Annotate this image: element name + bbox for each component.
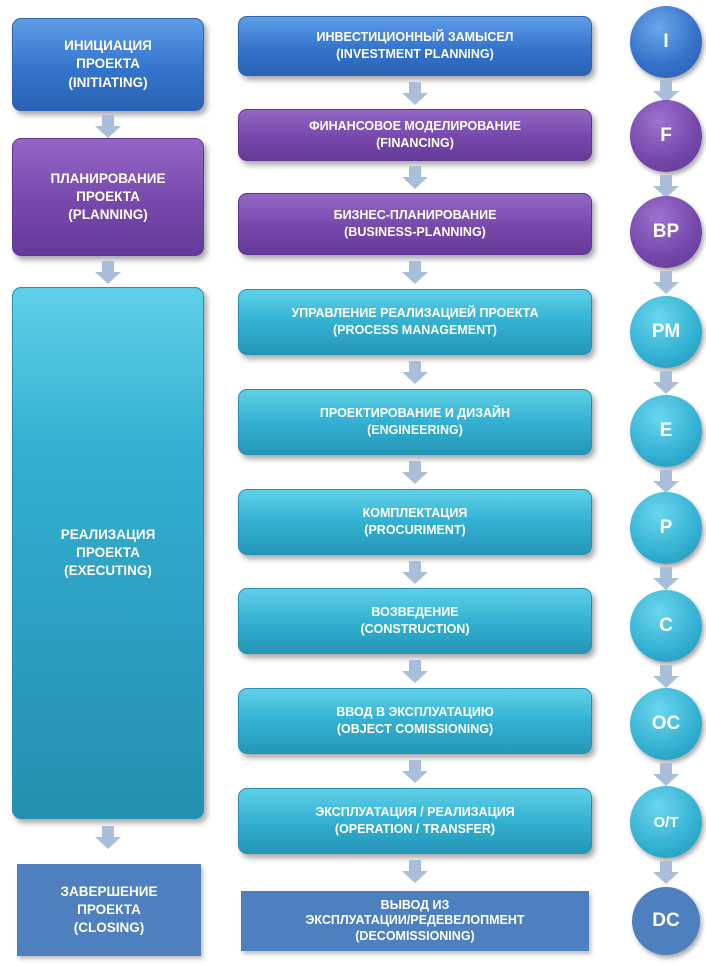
code-circle-c: C bbox=[630, 590, 702, 662]
code-circle-f: F bbox=[630, 100, 702, 172]
phase-initiating-line1: ИНИЦИАЦИЯ bbox=[64, 38, 152, 54]
stage-object-commissioning-en: (OBJECT COMISSIONING) bbox=[336, 722, 494, 736]
stage-object-commissioning-ru: ВВОД В ЭКСПЛУАТАЦИЮ bbox=[336, 705, 494, 720]
code-circle-oc: OC bbox=[630, 688, 702, 760]
stage-procurement-en: (PROCURIMENT) bbox=[364, 523, 466, 537]
stage-arrow-down-9 bbox=[402, 860, 428, 884]
code-circle-ot: O/T bbox=[630, 786, 702, 858]
stage-engineering: ПРОЕКТИРОВАНИЕ И ДИЗАЙН (ENGINEERING) bbox=[238, 389, 592, 455]
stage-arrow-down-8 bbox=[402, 760, 428, 784]
stage-financing: ФИНАНСОВОЕ МОДЕЛИРОВАНИЕ (FINANCING) bbox=[238, 109, 592, 161]
code-arrow-down-4 bbox=[653, 371, 679, 395]
stage-arrow-down-4 bbox=[402, 361, 428, 385]
stage-procurement: КОМПЛЕКТАЦИЯ (PROCURIMENT) bbox=[238, 489, 592, 555]
stage-decommissioning-line3: (DECOMISSIONING) bbox=[355, 928, 475, 943]
stage-engineering-en: (ENGINEERING) bbox=[367, 423, 463, 437]
stage-construction: ВОЗВЕДЕНИЕ (CONSTRUCTION) bbox=[238, 588, 592, 654]
stage-arrow-down-3 bbox=[402, 261, 428, 285]
code-arrow-down-8 bbox=[653, 763, 679, 787]
phase-executing: РЕАЛИЗАЦИЯ ПРОЕКТА (EXECUTING) bbox=[12, 287, 204, 819]
phase-executing-line2: ПРОЕКТА bbox=[76, 544, 140, 560]
code-circle-e: E bbox=[630, 395, 702, 467]
phase-closing-line1: ЗАВЕРШЕНИЕ bbox=[60, 883, 158, 899]
phase-closing-line3: (CLOSING) bbox=[73, 920, 145, 936]
phase-closing: ЗАВЕРШЕНИЕ ПРОЕКТА (CLOSING) bbox=[17, 864, 201, 956]
stage-decommissioning-line2: ЭКСПЛУАТАЦИИ/РЕДЕВЕЛОПМЕНТ bbox=[305, 913, 525, 928]
stage-process-management: УПРАВЛЕНИЕ РЕАЛИЗАЦИЕЙ ПРОЕКТА (PROCESS … bbox=[238, 289, 592, 355]
code-circle-bp: BP bbox=[630, 196, 702, 268]
phase-initiating: ИНИЦИАЦИЯ ПРОЕКТА (INITIATING) bbox=[12, 18, 204, 111]
stage-process-management-en: (PROCESS MANAGEMENT) bbox=[333, 323, 497, 337]
code-arrow-down-5 bbox=[653, 470, 679, 494]
stage-engineering-ru: ПРОЕКТИРОВАНИЕ И ДИЗАЙН bbox=[319, 406, 511, 421]
phase-executing-line3: (EXECUTING) bbox=[64, 563, 152, 579]
stage-arrow-down-7 bbox=[402, 660, 428, 684]
phase-closing-line2: ПРОЕКТА bbox=[77, 901, 141, 917]
stage-operation-transfer-ru: ЭКСПЛУАТАЦИЯ / РЕАЛИЗАЦИЯ bbox=[315, 805, 515, 820]
stage-arrow-down-1 bbox=[402, 82, 428, 106]
phase-initiating-line2: ПРОЕКТА bbox=[76, 56, 140, 72]
stage-investment-planning-ru: ИНВЕСТИЦИОННЫЙ ЗАМЫСЕЛ bbox=[316, 30, 514, 45]
stage-investment-planning: ИНВЕСТИЦИОННЫЙ ЗАМЫСЕЛ (INVESTMENT PLANN… bbox=[238, 16, 592, 76]
stage-business-planning-ru: БИЗНЕС-ПЛАНИРОВАНИЕ bbox=[333, 208, 497, 223]
code-circle-i: I bbox=[630, 6, 702, 78]
code-circle-pm: PM bbox=[630, 296, 702, 368]
phase-arrow-down-2 bbox=[95, 261, 121, 285]
stage-financing-en: (FINANCING) bbox=[376, 136, 454, 150]
code-arrow-down-6 bbox=[653, 567, 679, 591]
code-arrow-down-2 bbox=[653, 175, 679, 199]
stage-construction-en: (CONSTRUCTION) bbox=[360, 622, 470, 636]
stage-procurement-ru: КОМПЛЕКТАЦИЯ bbox=[362, 506, 468, 521]
phase-arrow-down-3 bbox=[95, 826, 121, 850]
phase-initiating-line3: (INITIATING) bbox=[68, 74, 148, 90]
stage-business-planning: БИЗНЕС-ПЛАНИРОВАНИЕ (BUSINESS-PLANNING) bbox=[238, 193, 592, 255]
stage-business-planning-en: (BUSINESS-PLANNING) bbox=[344, 225, 486, 239]
code-arrow-down-9 bbox=[653, 861, 679, 885]
stage-arrow-down-5 bbox=[402, 461, 428, 485]
code-circle-dc: DC bbox=[632, 887, 700, 955]
stage-decommissioning: ВЫВОД ИЗ ЭКСПЛУАТАЦИИ/РЕДЕВЕЛОПМЕНТ (DEC… bbox=[241, 891, 589, 951]
stage-arrow-down-6 bbox=[402, 561, 428, 585]
stage-decommissioning-line1: ВЫВОД ИЗ bbox=[380, 897, 450, 912]
phase-planning: ПЛАНИРОВАНИЕ ПРОЕКТА (PLANNING) bbox=[12, 138, 204, 256]
stage-investment-planning-en: (INVESTMENT PLANNING) bbox=[336, 47, 494, 61]
stage-operation-transfer: ЭКСПЛУАТАЦИЯ / РЕАЛИЗАЦИЯ (OPERATION / T… bbox=[238, 788, 592, 854]
stage-construction-ru: ВОЗВЕДЕНИЕ bbox=[371, 605, 459, 620]
phase-planning-line1: ПЛАНИРОВАНИЕ bbox=[50, 170, 166, 186]
code-arrow-down-3 bbox=[653, 271, 679, 295]
phase-planning-line2: ПРОЕКТА bbox=[76, 188, 140, 204]
phase-planning-line3: (PLANNING) bbox=[68, 207, 148, 223]
stage-arrow-down-2 bbox=[402, 166, 428, 190]
stage-process-management-ru: УПРАВЛЕНИЕ РЕАЛИЗАЦИЕЙ ПРОЕКТА bbox=[291, 306, 539, 321]
stage-operation-transfer-en: (OPERATION / TRANSFER) bbox=[334, 822, 496, 836]
phase-arrow-down-1 bbox=[95, 115, 121, 139]
code-arrow-down-7 bbox=[653, 665, 679, 689]
phase-executing-line1: РЕАЛИЗАЦИЯ bbox=[60, 526, 156, 542]
code-circle-p: P bbox=[630, 492, 702, 564]
stage-object-commissioning: ВВОД В ЭКСПЛУАТАЦИЮ (OBJECT COMISSIONING… bbox=[238, 688, 592, 754]
stage-financing-ru: ФИНАНСОВОЕ МОДЕЛИРОВАНИЕ bbox=[308, 119, 522, 134]
